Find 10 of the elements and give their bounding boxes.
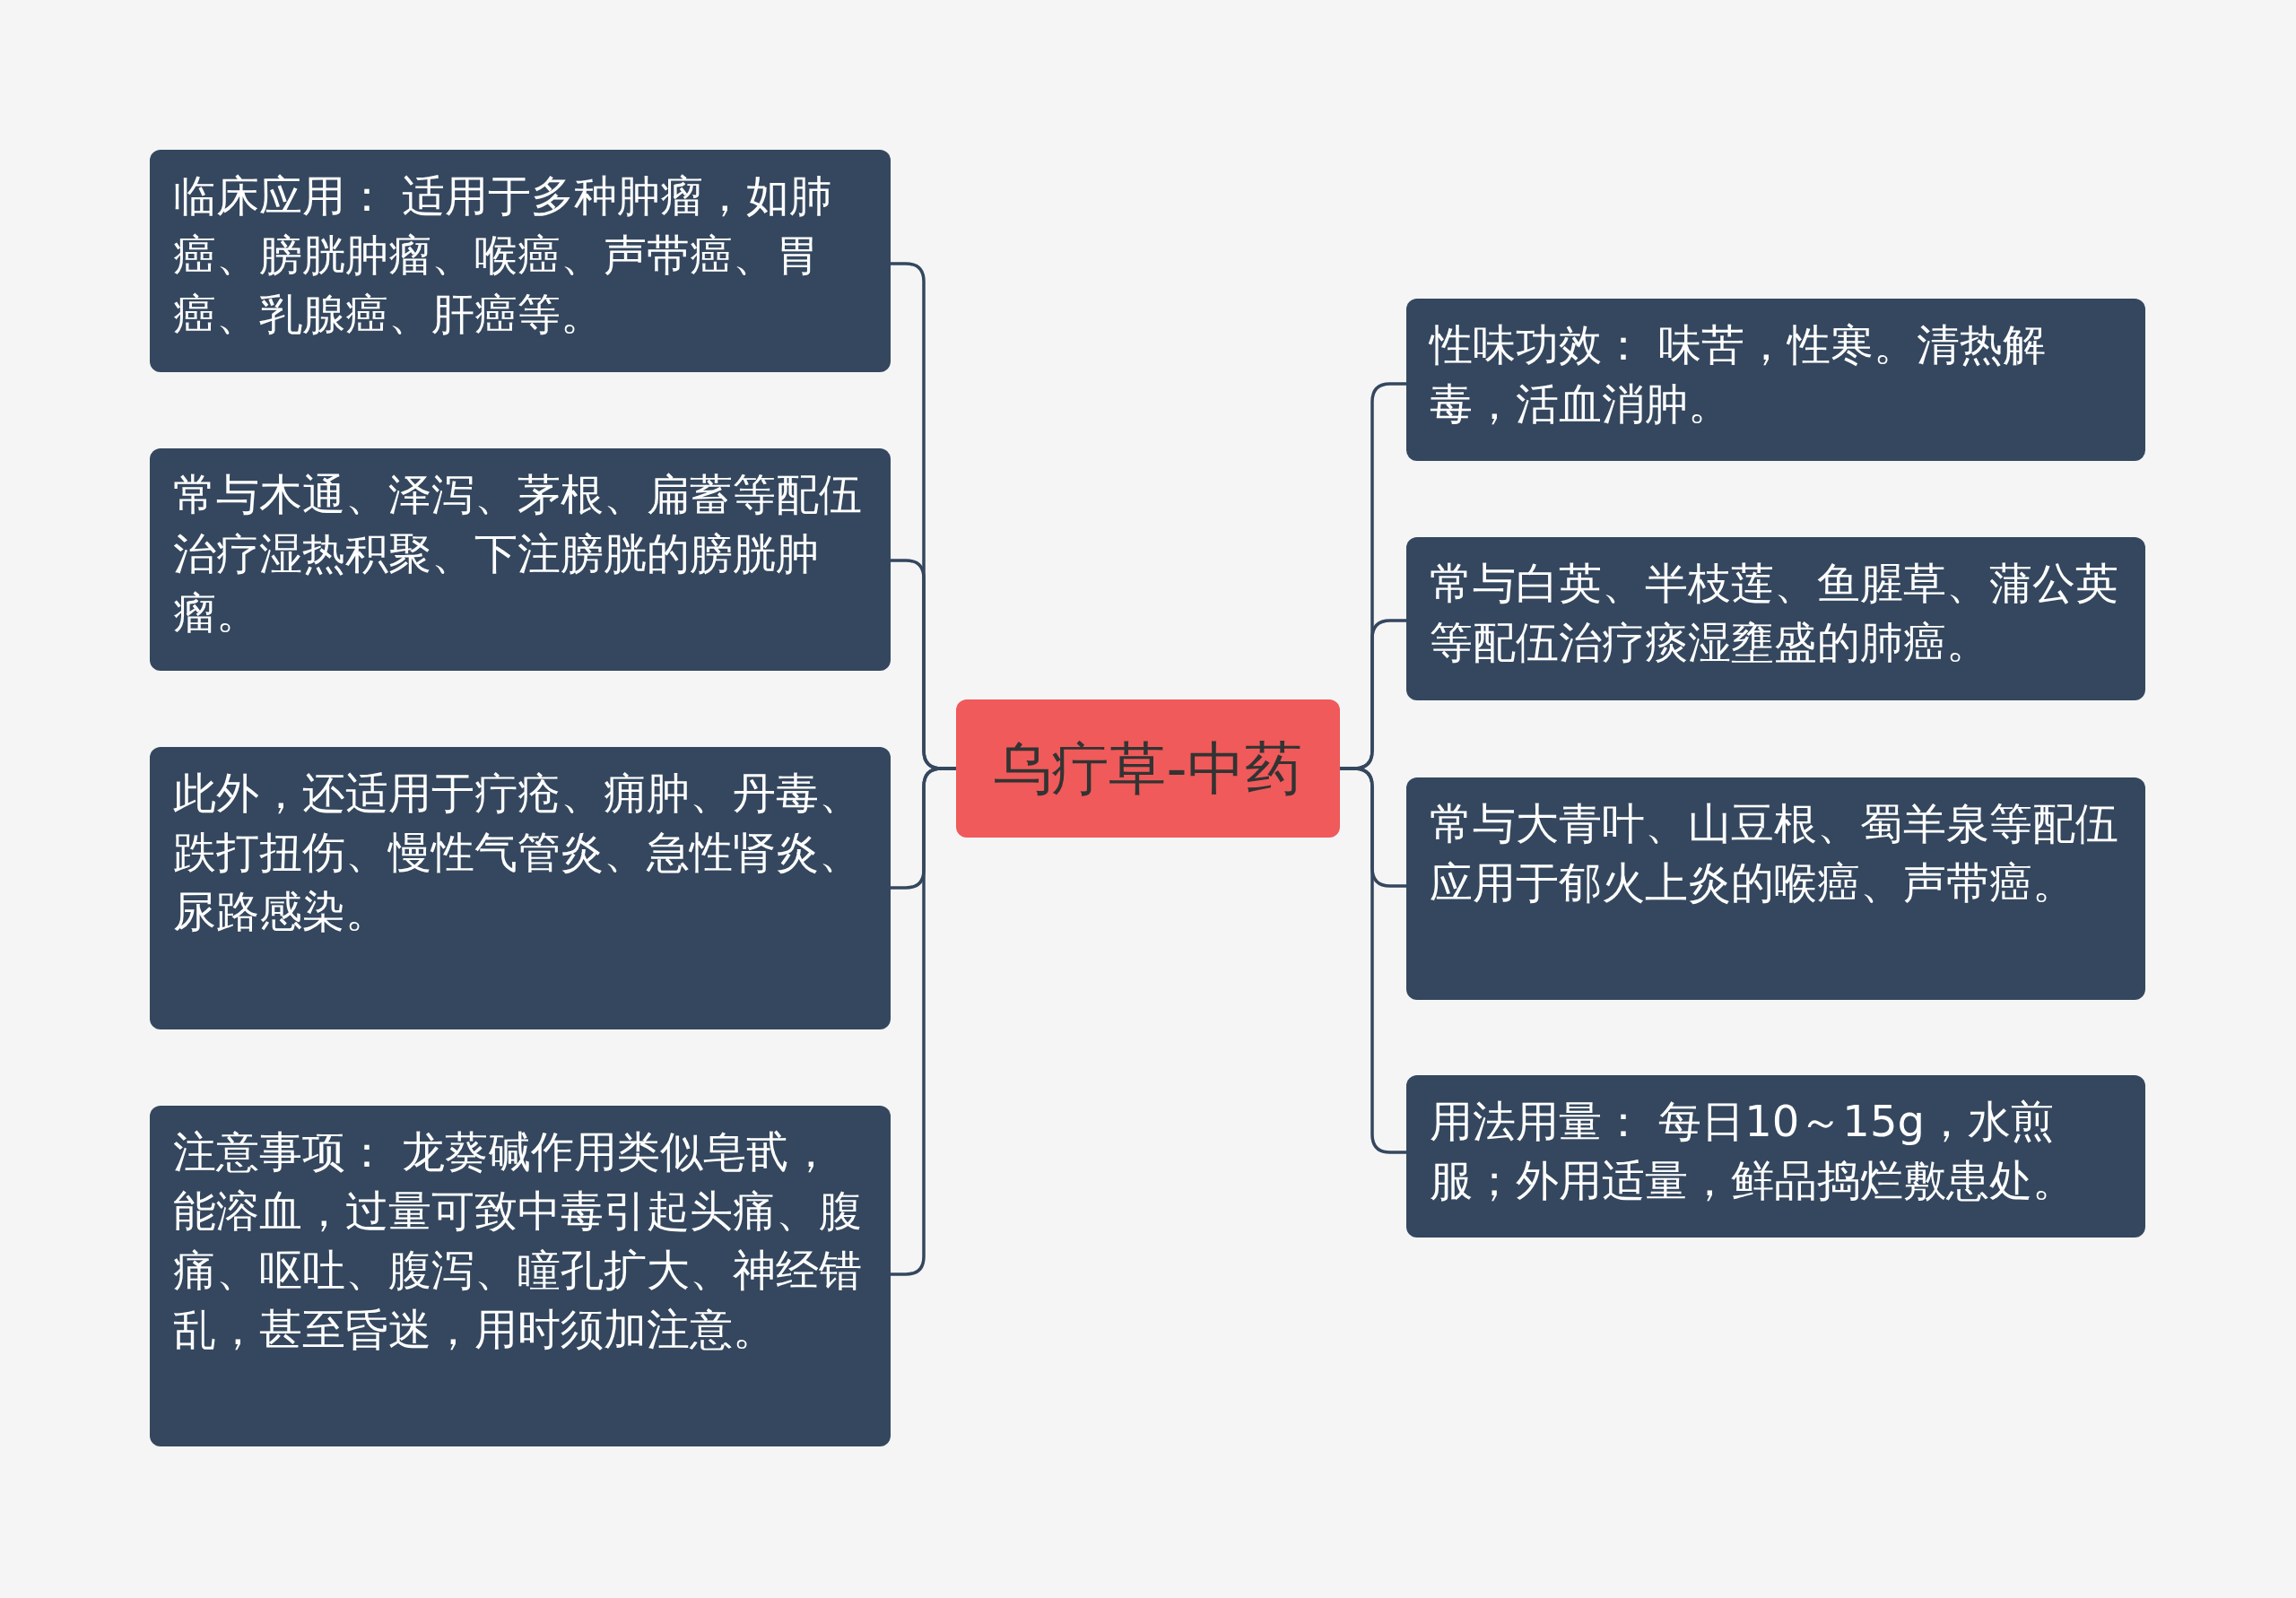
topic-box: 常与大青叶、山豆根、蜀羊泉等配伍应用于郁火上炎的喉癌、声带癌。	[1406, 777, 2145, 1000]
topic-box: 注意事项： 龙葵碱作用类似皂甙，能溶血，过量可致中毒引起头痛、腹痛、呕吐、腹泻、瞳孔扩大、神经错乱，甚至昏迷，用时须加注意。	[150, 1106, 891, 1446]
topic-box: 用法用量： 每日10～15g，水煎服；外用适量，鲜品捣烂敷患处。	[1406, 1075, 2145, 1238]
topic-box: 常与白英、半枝莲、鱼腥草、蒲公英等配伍治疗痰湿壅盛的肺癌。	[1406, 537, 2145, 700]
topic-box: 临床应用： 适用于多种肿瘤，如肺癌、膀胱肿瘤、喉癌、声带癌、胃癌、乳腺癌、肝癌等。	[150, 150, 891, 372]
topic-box: 常与木通、泽泻、茅根、扁蓄等配伍治疗湿热积聚、下注膀胱的膀胱肿瘤。	[150, 448, 891, 671]
connector-line	[1340, 767, 1406, 1154]
topic-box: 此外，还适用于疔疮、痈肿、丹毒、跌打扭伤、慢性气管炎、急性肾炎、尿路感染。	[150, 747, 891, 1029]
central-topic: 乌疔草-中药	[956, 699, 1340, 838]
topic-box: 性味功效： 味苦，性寒。清热解毒，活血消肿。	[1406, 299, 2145, 461]
